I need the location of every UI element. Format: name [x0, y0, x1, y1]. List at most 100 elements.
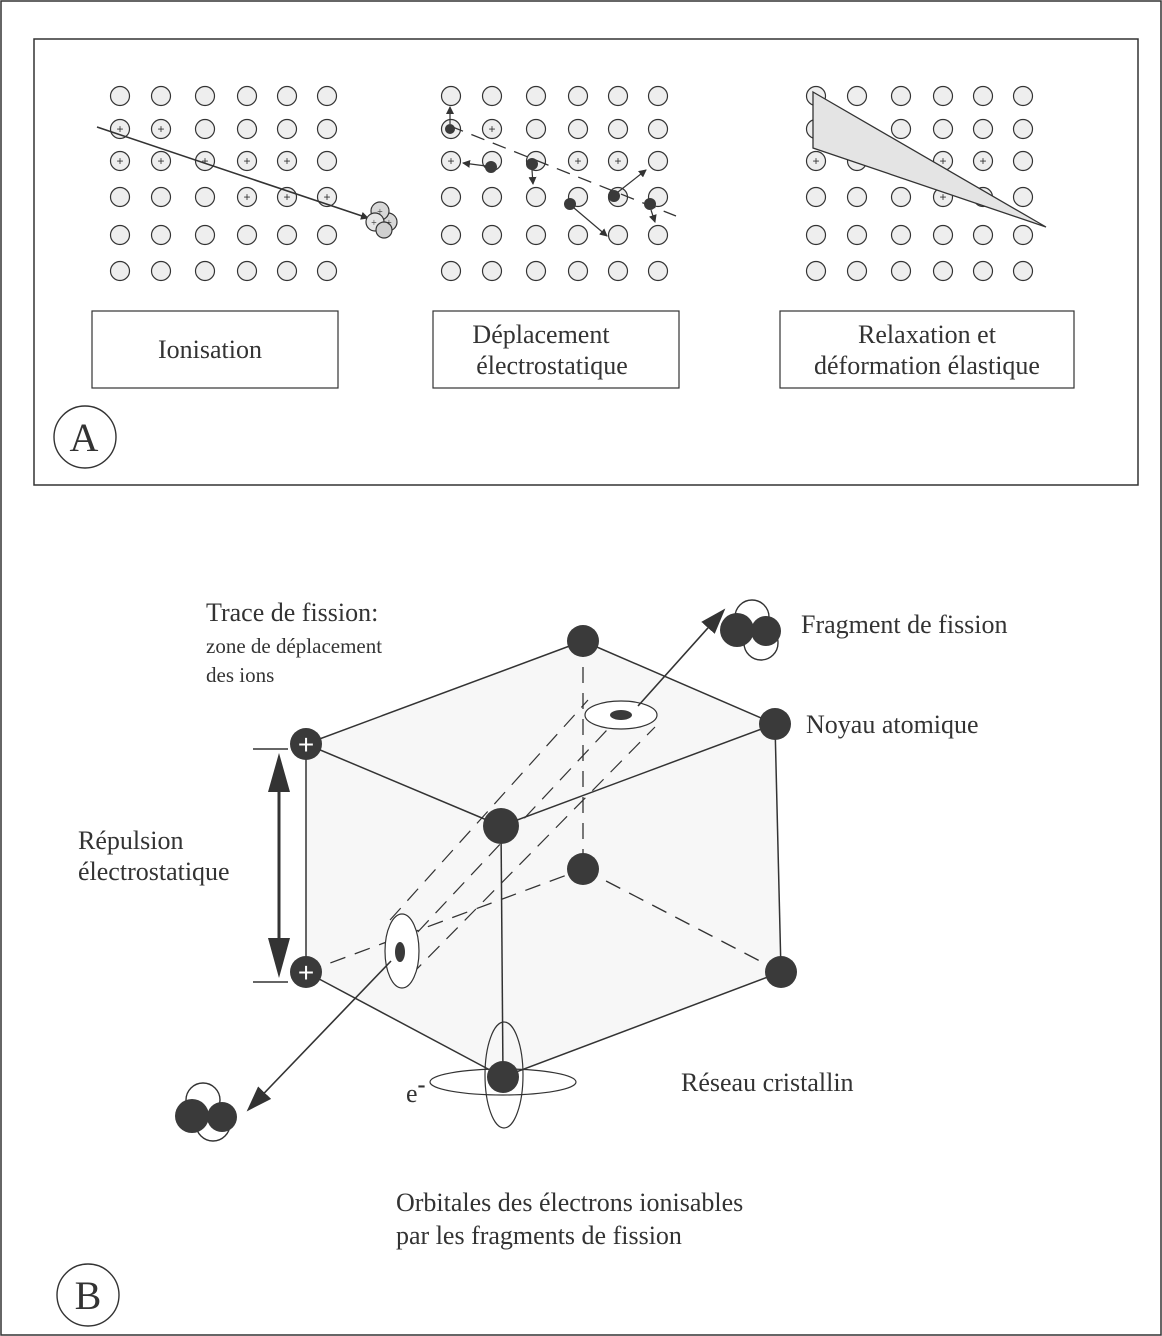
cube-visible-edges — [305, 640, 782, 1078]
lattice-atom — [440, 224, 462, 246]
lattice-atom — [1012, 224, 1034, 246]
lattice-atom — [109, 186, 131, 208]
lattice-atom — [972, 118, 994, 140]
lattice-atom — [525, 224, 547, 246]
ion-charge-mark: + — [243, 190, 250, 204]
lattice-atom — [525, 118, 547, 140]
lattice-atom — [846, 85, 868, 107]
trace-cross-section-bottom — [384, 913, 420, 989]
lattice-atom — [481, 85, 503, 107]
lattice-atom — [236, 260, 258, 282]
lattice-atom — [236, 85, 258, 107]
ion-charge-mark: + — [283, 190, 290, 204]
lattice-atom — [890, 85, 912, 107]
lattice-atom — [481, 260, 503, 282]
ionized-atom-bottom: + — [290, 956, 322, 988]
repulsion-label-1: Répulsion — [78, 826, 183, 855]
displacement-lattice: ++++ — [440, 85, 669, 282]
lattice-atom — [316, 118, 338, 140]
lattice-atom — [481, 118, 503, 140]
ionisation-label: Ionisation — [158, 335, 262, 364]
lattice-atom — [194, 186, 216, 208]
lattice-atom — [1012, 260, 1034, 282]
lattice-atom — [890, 224, 912, 246]
lattice-atom — [316, 224, 338, 246]
lattice-atom — [890, 186, 912, 208]
svg-text:+: + — [371, 218, 377, 229]
lattice-atom — [805, 260, 827, 282]
displacement-track-line — [449, 125, 677, 217]
orbitales-label-2: par les fragments de fission — [396, 1221, 682, 1250]
ion-charge-mark: + — [939, 154, 946, 168]
lattice-atom — [607, 85, 629, 107]
lattice-atom — [805, 150, 827, 172]
panel-a-badge: A — [53, 405, 117, 469]
noyau-label: Noyau atomique — [806, 710, 979, 739]
lattice-atom — [481, 224, 503, 246]
lattice-atom — [194, 260, 216, 282]
electron-label: e- — [406, 1072, 426, 1108]
trace-subtitle-1: zone de déplacement — [206, 634, 382, 658]
fragment-label: Fragment de fission — [801, 610, 1008, 639]
ion-charge-mark: + — [447, 154, 454, 168]
atom — [483, 808, 519, 844]
lattice-atom — [607, 260, 629, 282]
ion-charge-mark: + — [157, 154, 164, 168]
lattice-atom — [607, 118, 629, 140]
repulsion-arrow — [253, 748, 290, 983]
lattice-atom — [972, 85, 994, 107]
ion-charge-mark: + — [116, 154, 123, 168]
lattice-atom — [647, 260, 669, 282]
lattice-atom — [440, 260, 462, 282]
lattice-atom — [972, 224, 994, 246]
atom — [765, 956, 797, 988]
lattice-atom — [846, 224, 868, 246]
lattice-atom — [890, 260, 912, 282]
lattice-atom — [805, 224, 827, 246]
displacement-label-box: Déplacement électrostatique — [432, 310, 680, 389]
relaxation-label-line-1: Relaxation et — [858, 320, 997, 349]
atom — [759, 708, 791, 740]
lattice-atom — [647, 118, 669, 140]
lattice-atom — [276, 150, 298, 172]
lattice-atom — [236, 118, 258, 140]
lattice-atom — [1012, 150, 1034, 172]
lattice-atom — [276, 118, 298, 140]
svg-text:+: + — [377, 207, 383, 218]
lattice-atom — [525, 260, 547, 282]
lattice-atom — [567, 260, 589, 282]
lattice-atom — [647, 85, 669, 107]
svg-text:B: B — [75, 1273, 102, 1318]
lattice-atom — [932, 260, 954, 282]
ion-charge-mark: + — [939, 190, 946, 204]
lattice-atom — [150, 150, 172, 172]
lattice-atom — [194, 150, 216, 172]
ion-charge-mark: + — [323, 190, 330, 204]
lattice-atom — [607, 224, 629, 246]
lattice-atom — [972, 260, 994, 282]
ion-charge-mark: + — [812, 154, 819, 168]
repulsion-label-2: électrostatique — [78, 857, 230, 886]
lattice-atom — [236, 224, 258, 246]
orbitales-label-1: Orbitales des électrons ionisables — [396, 1188, 743, 1217]
lattice-atom — [150, 186, 172, 208]
trace-title: Trace de fission: — [206, 598, 378, 627]
lattice-atom — [932, 85, 954, 107]
elastic-deformation-wedge — [812, 90, 1047, 228]
displacement-label-line-2: électrostatique — [476, 351, 628, 380]
lattice-atom — [440, 85, 462, 107]
lattice-atom — [236, 186, 258, 208]
ion-charge-mark: + — [283, 154, 290, 168]
relaxation-label-line-2: déformation élastique — [814, 351, 1040, 380]
lattice-atom — [194, 224, 216, 246]
ion-charge-mark: + — [614, 154, 621, 168]
lattice-atom — [567, 150, 589, 172]
ion-charge-mark: + — [488, 122, 495, 136]
svg-text:+: + — [386, 218, 392, 229]
lattice-atom — [1012, 186, 1034, 208]
relaxation-label-box: Relaxation et déformation élastique — [779, 310, 1075, 389]
ionized-atom-top: + — [290, 728, 322, 760]
ion-charge-mark: + — [116, 122, 123, 136]
fission-fragment-top — [720, 599, 781, 661]
atom — [487, 1061, 519, 1093]
